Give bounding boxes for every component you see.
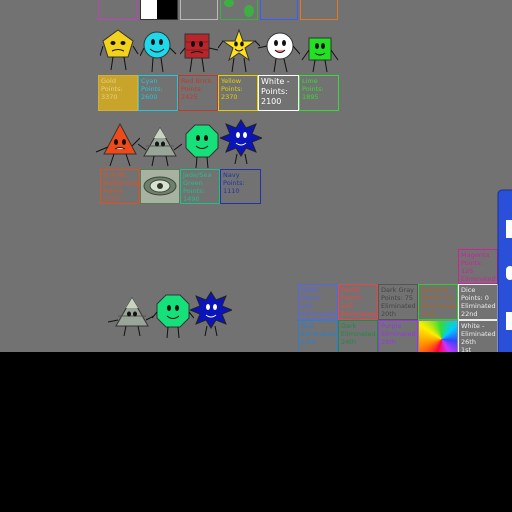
score-box-black-white-top: 965 (140, 0, 178, 20)
elim-box-purple: Purple Eliminated 25th (378, 320, 418, 352)
dollar-pyramid-character (138, 126, 182, 167)
jade-octagon-character-2 (152, 294, 194, 339)
green-spots-icon (224, 0, 254, 17)
score-box-jade: Jade/Sea Green Points: 1490 (180, 169, 220, 204)
score-box-magenta-top: 2550 (98, 0, 138, 20)
jade-octagon-character (185, 124, 219, 168)
navy-splat-character-2 (190, 291, 232, 336)
score-box-dollar (140, 169, 180, 204)
red-brick-character (180, 33, 219, 73)
scoreboard-canvas: 2550 965 4760 2815 3490 (0, 0, 512, 352)
score-box-orange-top: 3490 (300, 0, 338, 20)
score-box-green-spots-top (220, 0, 258, 20)
elim-box-rainbow: Rainbow Points: 55 Eliminated 21st (418, 284, 458, 320)
navy-splat-character (220, 119, 262, 164)
score-box-gold: Gold Points: 3370 (98, 75, 138, 111)
score-box-yellow: Yellow Points: 2370 (218, 75, 258, 111)
dollar-pyramid-character-2 (108, 296, 154, 337)
elim-box-dark: Dark Eliminated 24th (338, 320, 378, 352)
elim-box-rainbow-swatch (418, 320, 458, 352)
yellow-star-character (218, 28, 260, 73)
blue-character-partial (497, 189, 512, 352)
dollar-eye-image (141, 170, 179, 203)
elim-box-teal: Teal Eliminated 23rd (298, 320, 338, 352)
score-box-scarlet: Scarlet Red/Orange Points: 1510 (100, 169, 140, 204)
gold-pentagon-character (100, 29, 139, 71)
score-box-cyan: Cyan Points: 2600 (138, 75, 178, 111)
score-box-lime: Lime Points: 1895 (299, 75, 339, 111)
elim-box-dice: Dice Points: 0 Eliminated 22nd (458, 284, 498, 320)
elim-box-magenta: Magenta Points: 125 Eliminated 27th (458, 249, 498, 284)
elim-box-white-first-attempt: White - Eliminated 26th 1st Attempt (458, 320, 498, 352)
elim-box-dark-gray: Dark Gray Points: 75 Eliminated 20th (378, 284, 418, 320)
elim-box-pastel: Pastel Points: 245 Eliminated 19th (338, 284, 378, 320)
score-box-white: White - Points: 2100 (258, 75, 299, 111)
elim-box-night: Night Points: 265 Eliminated 18th (298, 284, 338, 320)
white-circle-character (258, 32, 300, 73)
scarlet-triangle-character (95, 122, 140, 167)
score-box-blue-top: 2815 (260, 0, 298, 20)
score-box-navy: Navy Points: 1110 (220, 169, 261, 204)
score-box-gray-top: 4760 (180, 0, 218, 20)
score-box-red-brick: Red Brick Points: 2425 (178, 75, 218, 111)
lime-square-character (301, 37, 339, 73)
cyan-circle-character (140, 31, 177, 73)
